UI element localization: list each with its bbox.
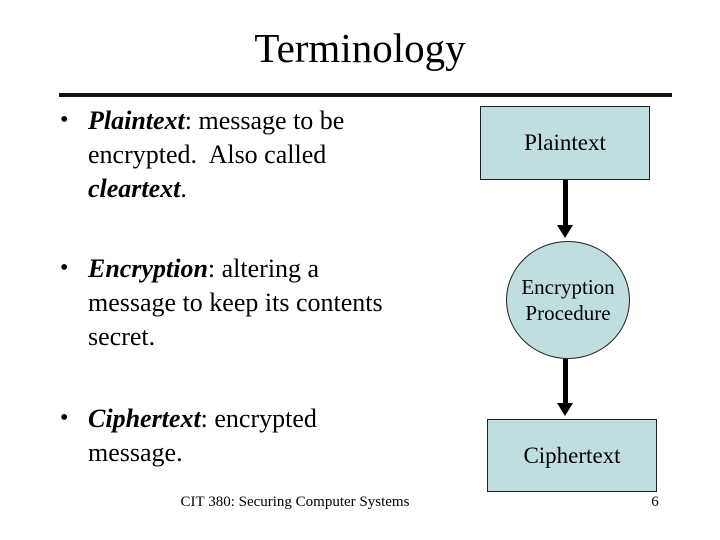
bullet-body: : message to be encrypted. Also called bbox=[88, 106, 345, 169]
bullet-body: : altering a message to keep its content… bbox=[88, 254, 383, 351]
title-underline bbox=[59, 93, 672, 97]
bullet-item-ciphertext: • Ciphertext: encrypted message. bbox=[60, 402, 412, 470]
encryption-procedure-circle: Encryption Procedure bbox=[506, 241, 630, 359]
bullet-text: Encryption: altering a message to keep i… bbox=[88, 252, 408, 353]
arrow-down-icon bbox=[557, 225, 573, 238]
ciphertext-box-label: Ciphertext bbox=[523, 442, 621, 468]
bullet-item-plaintext: • Plaintext: message to be encrypted. Al… bbox=[60, 104, 412, 205]
bullet-text: Plaintext: message to be encrypted. Also… bbox=[88, 104, 408, 205]
slide-footer: CIT 380: Securing Computer Systems bbox=[180, 494, 410, 510]
bullet-marker: • bbox=[60, 107, 69, 133]
bullet-term: Ciphertext bbox=[88, 404, 201, 433]
bullet-marker: • bbox=[60, 405, 69, 431]
arrow-plaintext-to-encryption bbox=[563, 180, 568, 226]
bullet-body: : encrypted message. bbox=[88, 404, 317, 467]
ciphertext-box: Ciphertext bbox=[487, 419, 657, 492]
bullet-term: Encryption bbox=[88, 254, 208, 283]
arrow-encryption-to-ciphertext bbox=[563, 359, 568, 404]
arrow-down-icon bbox=[557, 403, 573, 416]
bullet-text: Ciphertext: encrypted message. bbox=[88, 402, 408, 470]
page-number: 6 bbox=[651, 494, 659, 510]
plaintext-box-label: Plaintext bbox=[524, 130, 606, 155]
slide-title: Terminology bbox=[254, 25, 466, 71]
bullet-term: Plaintext bbox=[88, 106, 185, 135]
encryption-circle-label: Encryption Procedure bbox=[521, 274, 615, 325]
bullet-emphasis: cleartext bbox=[88, 173, 181, 203]
bullet-item-encryption: • Encryption: altering a message to keep… bbox=[60, 252, 412, 353]
bullet-tail: . bbox=[180, 173, 187, 203]
bullet-marker: • bbox=[60, 255, 69, 281]
plaintext-box: Plaintext bbox=[480, 106, 650, 180]
